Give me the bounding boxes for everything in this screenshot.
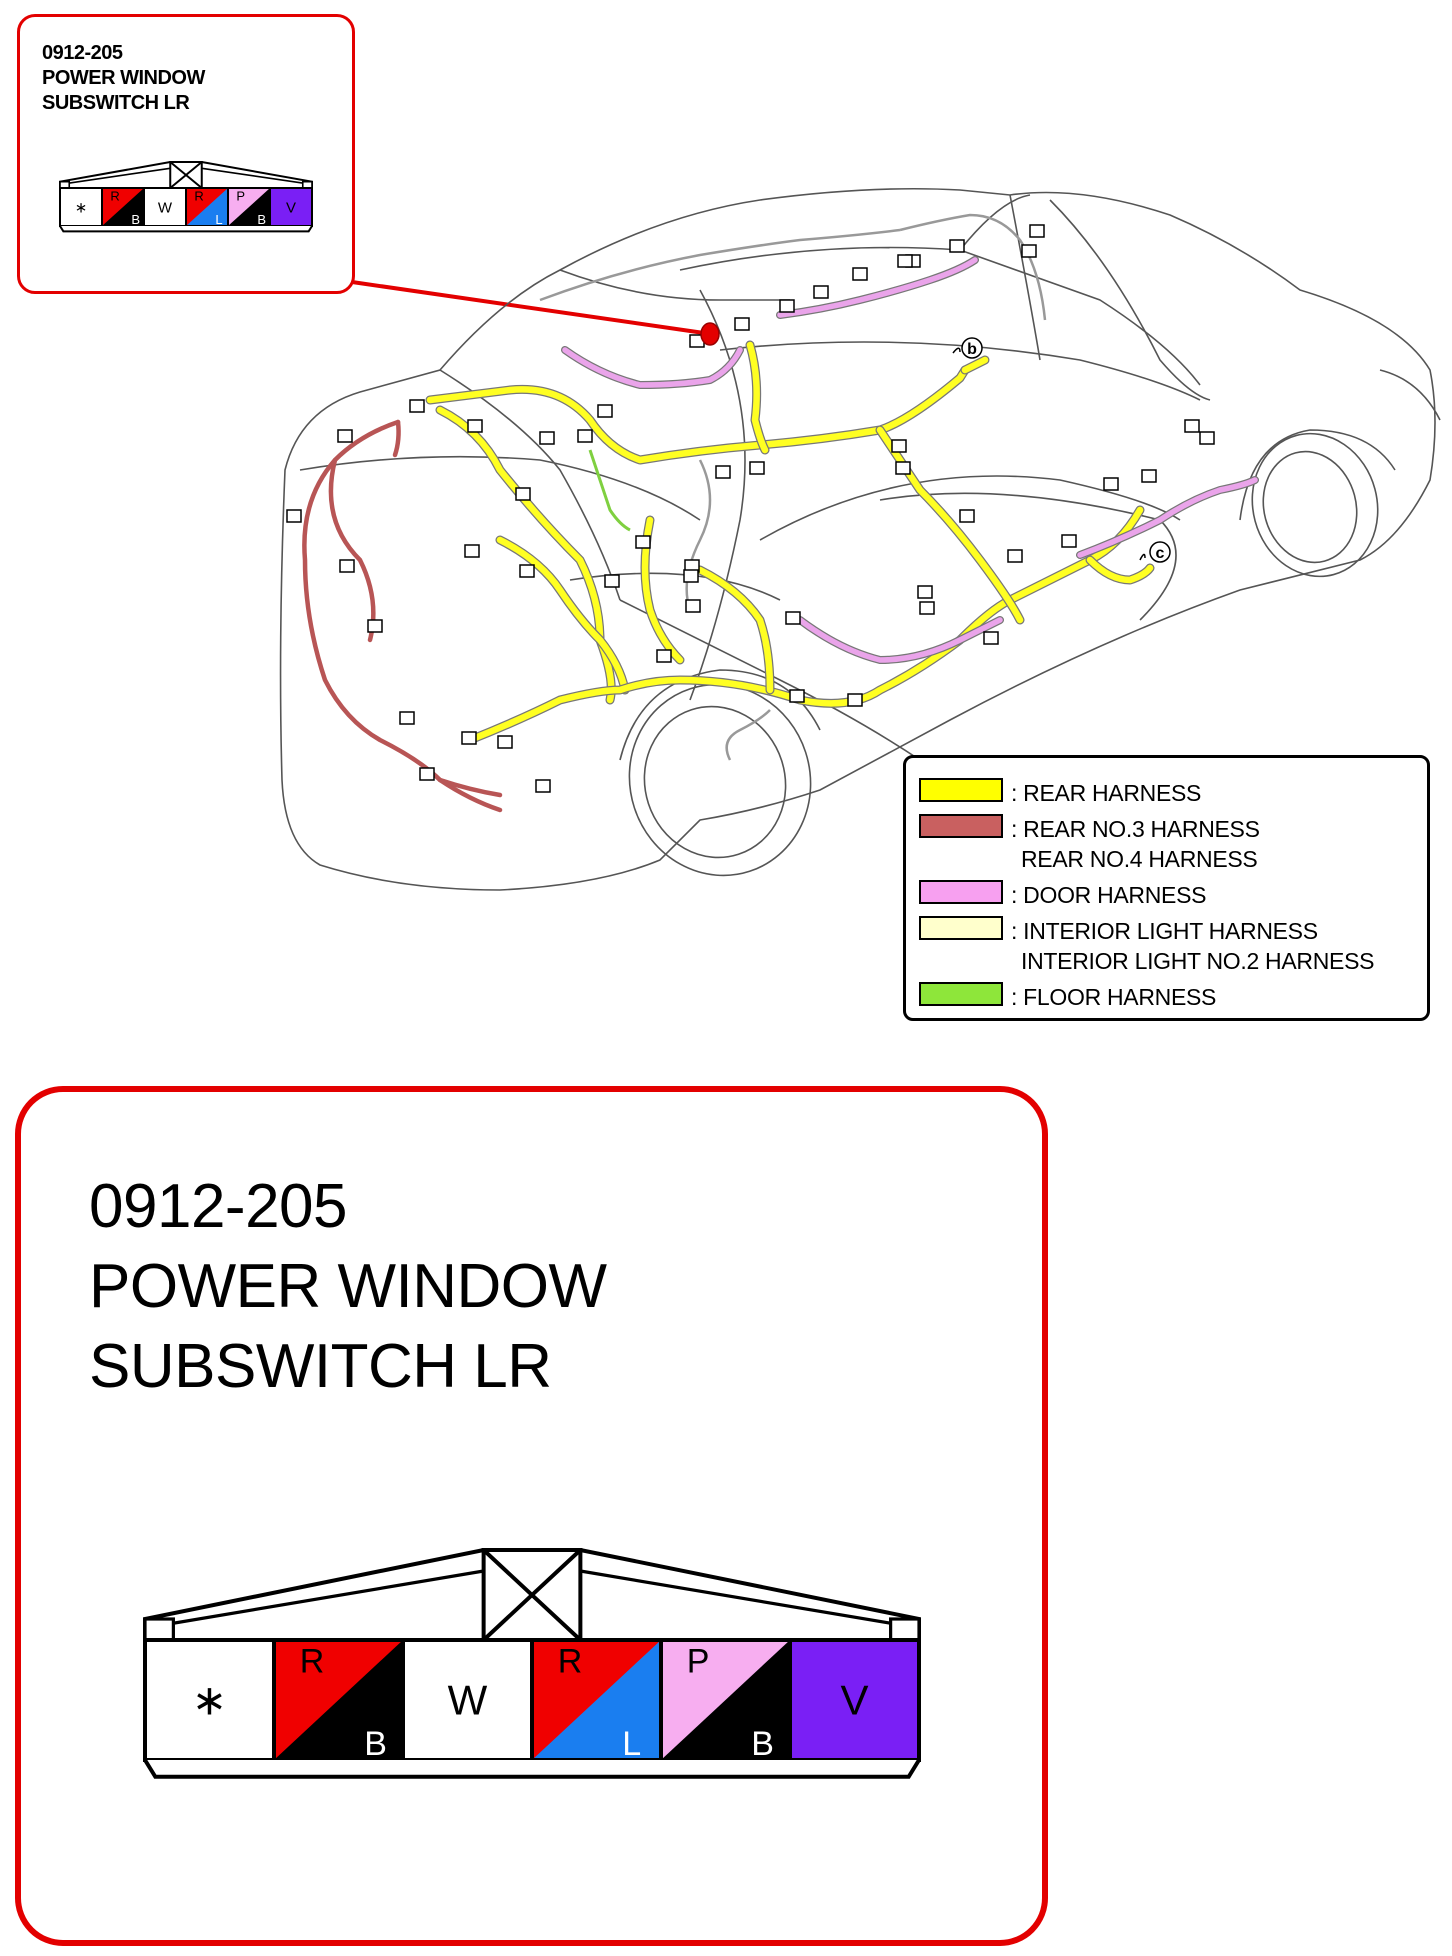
callout-b-label: b [967,341,977,358]
small-connector-hood-inner [59,167,313,186]
small-connector-pin-5: PB [227,187,271,227]
rear-no3-harness [302,419,503,813]
connector-name-line2: SUBSWITCH LR [42,92,190,114]
small-connector-pin-2: RB [101,187,145,227]
legend-label: : DOOR HARNESS [1011,882,1207,908]
door-harness [561,256,1259,664]
large-connector-pin-top-label: R [300,1642,325,1680]
floor-harness [588,449,631,532]
small-connector-pin-top-label: R [194,188,203,203]
connector-code: 0912-205 [89,1172,348,1241]
legend-label: : REAR HARNESS [1011,780,1202,806]
connector-name-line1: POWER WINDOW [42,67,205,89]
large-connector-pin-label: W [448,1677,488,1724]
large-connector-pin-5: PB [659,1638,792,1763]
large-connector-ledge [143,1758,921,1779]
callout-c: c [1139,541,1171,563]
connector-code: 0912-205 [42,42,123,64]
interior-light-harness [539,213,1047,761]
large-connector-pin-top-label: R [558,1642,583,1680]
small-connector-key-cross [169,161,203,189]
small-connector-pin-4: RL [185,187,229,227]
large-connector-hood-inner [144,1569,920,1630]
small-connector-ledge [59,225,313,233]
small-connector-pin-label: W [158,199,173,216]
small-connector-pin-top-label: P [236,188,245,203]
small-connector-pin-bottom-label: B [257,212,266,227]
legend-swatch [919,880,1003,904]
large-connector-pin-bottom-label: L [622,1725,641,1763]
large-connector-pin-6: V [788,1638,921,1762]
small-connector-pin-label: ∗ [75,199,88,216]
small-connector-pin-6: V [269,187,313,227]
legend-swatch [919,778,1003,802]
large-connector-pin-label: ∗ [192,1677,227,1724]
callout-b: b [952,337,983,359]
large-connector-pin-bottom-label: B [751,1725,774,1763]
large-connector-tab-left [143,1617,175,1642]
small-connector-pin-label: V [286,199,296,216]
small-connector-pin-3: W [143,187,187,227]
large-connector-pin-bottom-label: B [364,1725,387,1763]
highlighted-connector-marker [700,322,720,346]
legend-swatch [919,814,1003,838]
rear-harness [425,340,1155,745]
connector-info-panel-large: 0912-205 POWER WINDOW SUBSWITCH LR [15,1086,1048,1946]
large-connector-pin-label: V [840,1677,868,1724]
small-connector-pin-1: ∗ [59,187,103,227]
connector-boxes [286,224,1215,793]
large-connector-pin-4: RL [530,1638,663,1763]
small-connector-pin-bottom-label: L [215,212,222,227]
connector-name-line2: SUBSWITCH LR [89,1332,552,1401]
callout-leader-line [351,280,705,335]
legend-swatch [919,916,1003,940]
connector-title-large: 0912-205 POWER WINDOW SUBSWITCH LR [89,1167,607,1407]
large-connector-pin-top-label: P [687,1642,710,1680]
small-connector-pin-top-label: R [110,188,119,203]
small-connector-pin-bottom-label: B [131,212,140,227]
connector-info-panel-small: 0912-205 POWER WINDOW SUBSWITCH LR [17,14,355,294]
legend-label: : FLOOR HARNESS [1011,984,1217,1010]
large-connector-pin-3: W [401,1638,534,1762]
connector-title-small: 0912-205 POWER WINDOW SUBSWITCH LR [42,41,205,116]
connector-name-line1: POWER WINDOW [89,1252,607,1321]
callout-c-label: c [1156,545,1165,562]
large-connector-pin-2: RB [272,1638,405,1763]
large-connector-pin-1: ∗ [143,1638,276,1762]
legend-swatch [919,982,1003,1006]
car-outline [279,187,1441,891]
large-connector-key-cross [482,1548,582,1642]
large-connector-tab-right [889,1617,921,1642]
